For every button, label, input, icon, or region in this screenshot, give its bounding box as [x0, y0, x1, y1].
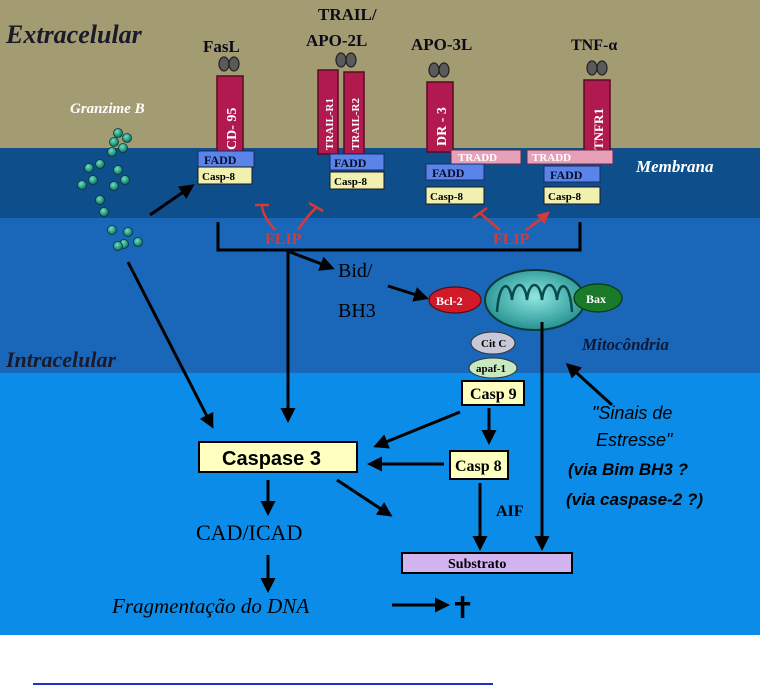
casp8-label-tnfr1: Casp-8 — [548, 191, 582, 203]
apoptosis-pathway-diagram: Extracelular Membrana Intracelular Mitoc… — [0, 0, 760, 635]
arrow-granzyme-to-casp8 — [149, 184, 195, 217]
disc-complex-cd95: FADD Casp-8 — [197, 150, 255, 185]
mitochondrion — [484, 269, 586, 331]
ligand-knob-trail — [335, 52, 357, 68]
receptor-cd95 — [216, 75, 244, 153]
granzyme-b-granules — [77, 128, 143, 251]
tradd-label-dr3: TRADD — [458, 152, 497, 164]
disc-complex-trail: FADD Casp-8 — [329, 153, 385, 190]
substrate-label: Substrato — [448, 557, 506, 572]
bcl2-label: Bcl-2 — [436, 294, 463, 308]
intracellular-label: Intracelular — [5, 347, 116, 372]
disc-complex-dr3: FADD Casp-8 — [425, 163, 485, 205]
caspase3-label: Caspase 3 — [222, 448, 321, 470]
bax-protein — [573, 283, 623, 313]
ligand-tnfa: TNF-α — [571, 37, 617, 54]
stress-signals-text: "Sinais de Estresse" (via Bim BH3 ? (via… — [566, 403, 703, 509]
aif-label: AIF — [496, 503, 524, 520]
ligand-fasl: FasL — [203, 37, 240, 56]
receptor-trail-r1 — [317, 69, 339, 155]
receptor-trail-r1-label: TRAIL-R1 — [324, 98, 336, 150]
citc-label: Cit C — [481, 338, 506, 350]
ligand-knob-fasl — [218, 56, 240, 72]
cad-icad-label: CAD/ICAD — [196, 520, 302, 545]
fadd-label-tnfr1: FADD — [550, 168, 583, 182]
bid-label: Bid/ — [338, 260, 373, 282]
disc-complex-tnfr1: FADD Casp-8 — [543, 165, 601, 205]
mitochondria-label: Mitocôndria — [581, 335, 669, 354]
membrane-label: Membrana — [635, 157, 714, 176]
receptor-dr3 — [426, 81, 454, 153]
casp8-label-trail: Casp-8 — [334, 176, 368, 188]
casp9-box — [461, 380, 525, 406]
stress-line-4: (via caspase-2 ?) — [566, 490, 703, 509]
substrate-box — [401, 552, 573, 574]
fadd-label-dr3: FADD — [432, 166, 465, 180]
caspase3-box — [198, 441, 358, 473]
ligand-knob-apo3l — [428, 62, 450, 78]
ligand-trail-line1: TRAIL/ — [318, 5, 377, 24]
casp8-label-cd95: Casp-8 — [202, 171, 236, 183]
stress-line-2: Estresse" — [596, 430, 674, 450]
bottom-separator-line — [33, 683, 493, 685]
casp8-box — [449, 450, 509, 480]
stress-line-3: (via Bim BH3 ? — [568, 460, 689, 479]
extracellular-label: Extracelular — [5, 20, 143, 49]
flip-label-right: FLIP — [493, 231, 530, 248]
ligand-apo3l: APO-3L — [411, 35, 472, 54]
ligand-knob-tnfa — [586, 60, 608, 76]
receptor-cd95-label: CD- 95 — [225, 108, 240, 150]
extracellular-region — [0, 0, 760, 148]
tradd-bar-dr3 — [450, 149, 522, 165]
receptor-trail-r2-label: TRAIL-R2 — [350, 98, 362, 150]
dna-fragmentation-label: Fragmentação do DNA — [111, 594, 309, 618]
tradd-bar-tnfr1 — [526, 149, 614, 165]
arrow-to-bid — [289, 250, 335, 271]
cytochrome-c — [470, 331, 516, 355]
flip-label-left: FLIP — [265, 231, 302, 248]
arrow-bid-to-bcl2 — [387, 284, 429, 302]
receptor-tnfr1 — [583, 79, 611, 155]
granzyme-b-label: Granzime B — [70, 101, 145, 117]
bcl2-protein — [428, 286, 482, 314]
cell-death-cross-icon: ✝ — [450, 592, 475, 625]
ligand-trail-line2: APO-2L — [306, 31, 367, 50]
fadd-label-trail: FADD — [334, 156, 367, 170]
stress-line-1: "Sinais de — [592, 403, 672, 423]
flip-inhibition-arrows — [255, 201, 550, 232]
pathway-arrows — [260, 322, 614, 613]
receptor-dr3-label: DR - 3 — [435, 107, 450, 146]
receptor-tnfr1-label: TNFR1 — [591, 108, 606, 150]
apaf1-label: apaf-1 — [476, 363, 506, 375]
disc-convergence-bracket — [216, 222, 582, 423]
bax-label: Bax — [586, 292, 606, 306]
apaf-1 — [468, 357, 518, 379]
bh3-label: BH3 — [338, 300, 376, 322]
casp8-label: Casp 8 — [455, 458, 502, 475]
tradd-label-tnfr1: TRADD — [532, 152, 571, 164]
fadd-label-cd95: FADD — [204, 153, 237, 167]
casp9-label: Casp 9 — [470, 386, 517, 403]
casp8-label-dr3: Casp-8 — [430, 191, 464, 203]
arrow-granzyme-to-caspase3 — [126, 261, 214, 429]
